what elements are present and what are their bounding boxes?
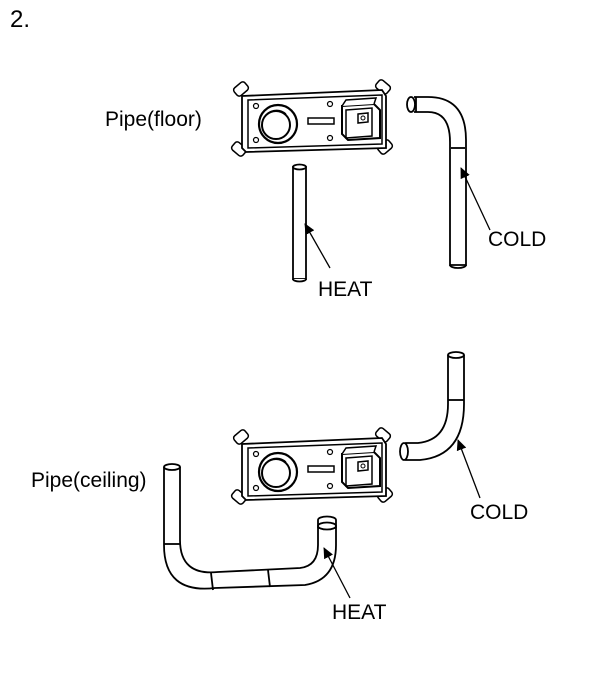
top-heat-label: HEAT — [318, 278, 373, 301]
bottom-mixer-valve — [229, 425, 395, 507]
bottom-heat-pipe — [163, 463, 337, 591]
step-number: 2. — [10, 6, 31, 33]
top-heat-arrow — [304, 223, 331, 269]
top-cold-pipe — [406, 96, 467, 269]
top-pipe-label: Pipe(floor) — [105, 108, 202, 131]
top-mixer-valve — [229, 77, 395, 159]
bottom-cold-pipe — [399, 351, 465, 461]
bottom-heat-label: HEAT — [332, 601, 387, 624]
top-heat-pipe — [292, 163, 307, 283]
bottom-cold-arrow — [456, 439, 481, 499]
top-cold-label: COLD — [488, 228, 547, 251]
bottom-cold-label: COLD — [470, 501, 529, 524]
bottom-heat-arrow — [323, 547, 351, 599]
top-cold-arrow — [460, 167, 491, 231]
bottom-pipe-label: Pipe(ceiling) — [31, 469, 147, 492]
